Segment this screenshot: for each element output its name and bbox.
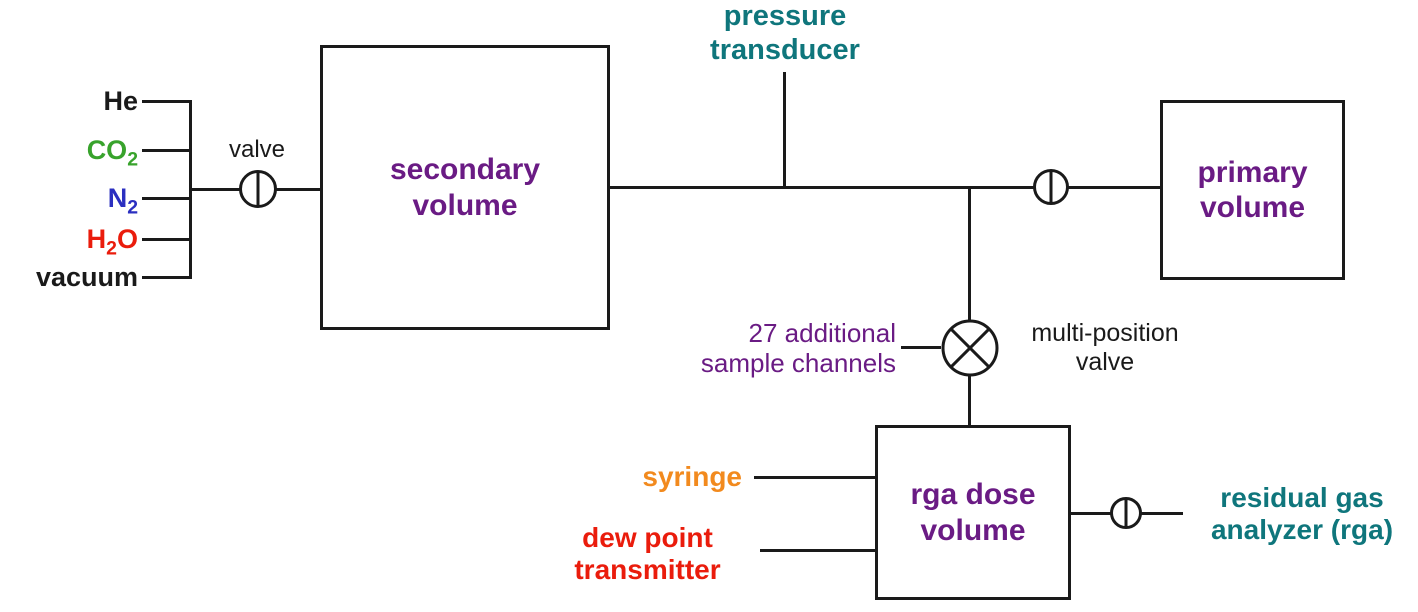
sample-channels-label: 27 additional sample channels xyxy=(700,318,896,379)
dew-point-transmitter-label: dew point transmitter xyxy=(574,522,721,586)
pipe-channel-nitrogen xyxy=(142,197,191,200)
pipe-mpv-to-rga-dose xyxy=(968,375,971,427)
rga-dose-volume-label: rga dose volume xyxy=(910,478,1036,547)
gas-symbol: CO xyxy=(86,135,128,165)
syringe-label: syringe xyxy=(642,461,742,492)
gas-label-nitrogen: N2 xyxy=(0,181,138,224)
pressure-transducer-label: pressure transducer xyxy=(710,0,860,66)
gas-subscript: 2 xyxy=(127,196,138,219)
pipe-channel-water xyxy=(142,238,191,241)
pipe-channel-vacuum xyxy=(142,276,191,279)
gas-subscript: 2 xyxy=(106,237,117,260)
rga-valve-icon xyxy=(1110,497,1142,529)
gas-label-helium: He xyxy=(0,84,138,127)
primary-volume-label: primary volume xyxy=(1197,155,1308,224)
gas-subscript: 2 xyxy=(127,148,138,171)
secondary-volume-label: secondary volume xyxy=(389,153,541,222)
pipe-channel-carbon-dioxide xyxy=(142,149,191,152)
valve-stem-line xyxy=(1049,172,1053,202)
valve-stem-line xyxy=(1124,500,1128,526)
inlet-valve-label: valve xyxy=(228,136,286,163)
secondary-volume-box: secondary volume xyxy=(320,45,610,330)
pipe-channel-helium xyxy=(142,100,191,103)
primary-volume-box: primary volume xyxy=(1160,100,1345,280)
gas-symbol: vacuum xyxy=(35,262,138,292)
pipe-junction-drop xyxy=(968,187,971,321)
multi-position-valve-label: multi-position valve xyxy=(1031,319,1179,376)
multi-position-valve-icon xyxy=(941,319,999,377)
gas-symbol: H xyxy=(86,224,107,254)
pipe-sample-channels xyxy=(901,346,941,349)
gas-label-vacuum: vacuum xyxy=(0,260,138,303)
inlet-valve-icon xyxy=(239,170,277,208)
pipe-pressure-transducer xyxy=(783,72,786,187)
valve-stem-line xyxy=(256,173,260,205)
gas-symbol: N xyxy=(107,183,128,213)
rga-dose-volume-box: rga dose volume xyxy=(875,425,1071,600)
gas-symbol-suffix: O xyxy=(116,224,138,254)
pipe-main xyxy=(610,186,1160,189)
pipe-dew-point xyxy=(760,549,875,552)
primary-volume-valve-icon xyxy=(1033,169,1069,205)
residual-gas-analyzer-label: residual gas analyzer (rga) xyxy=(1210,482,1394,546)
pipe-syringe xyxy=(754,476,875,479)
gas-label-carbon-dioxide: CO2 xyxy=(0,133,138,176)
gas-symbol: He xyxy=(103,86,138,116)
gas-label-water: H2O xyxy=(0,222,138,265)
